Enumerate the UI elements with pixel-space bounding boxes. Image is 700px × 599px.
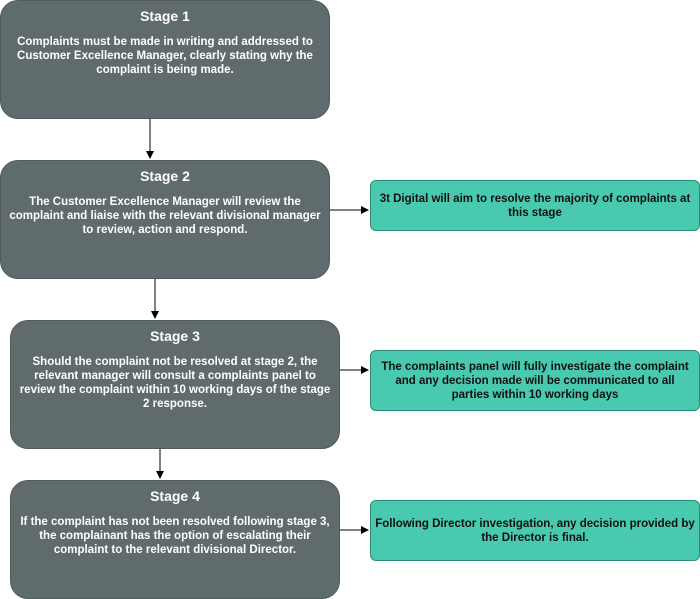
stage-title: Stage 1 — [140, 8, 190, 24]
stage-4-box: Stage 4 If the complaint has not been re… — [10, 480, 340, 599]
note-text: 3t Digital will aim to resolve the major… — [379, 192, 691, 219]
note-stage-4: Following Director investigation, any de… — [370, 500, 700, 561]
stage-text: Complaints must be made in writing and a… — [17, 36, 313, 76]
stage-title: Stage 4 — [150, 488, 200, 504]
stage-title: Stage 2 — [140, 168, 190, 184]
stage-text: Should the complaint not be resolved at … — [19, 356, 331, 410]
stage-title: Stage 3 — [150, 328, 200, 344]
stage-text: If the complaint has not been resolved f… — [20, 516, 330, 556]
note-text: Following Director investigation, any de… — [375, 517, 695, 544]
note-stage-3: The complaints panel will fully investig… — [370, 350, 700, 411]
stage-text: The Customer Excellence Manager will rev… — [9, 196, 321, 236]
stage-2-box: Stage 2 The Customer Excellence Manager … — [0, 160, 330, 279]
stage-3-box: Stage 3 Should the complaint not be reso… — [10, 320, 340, 449]
stage-1-box: Stage 1 Complaints must be made in writi… — [0, 0, 330, 119]
note-text: The complaints panel will fully investig… — [381, 360, 689, 401]
note-stage-2: 3t Digital will aim to resolve the major… — [370, 180, 700, 231]
